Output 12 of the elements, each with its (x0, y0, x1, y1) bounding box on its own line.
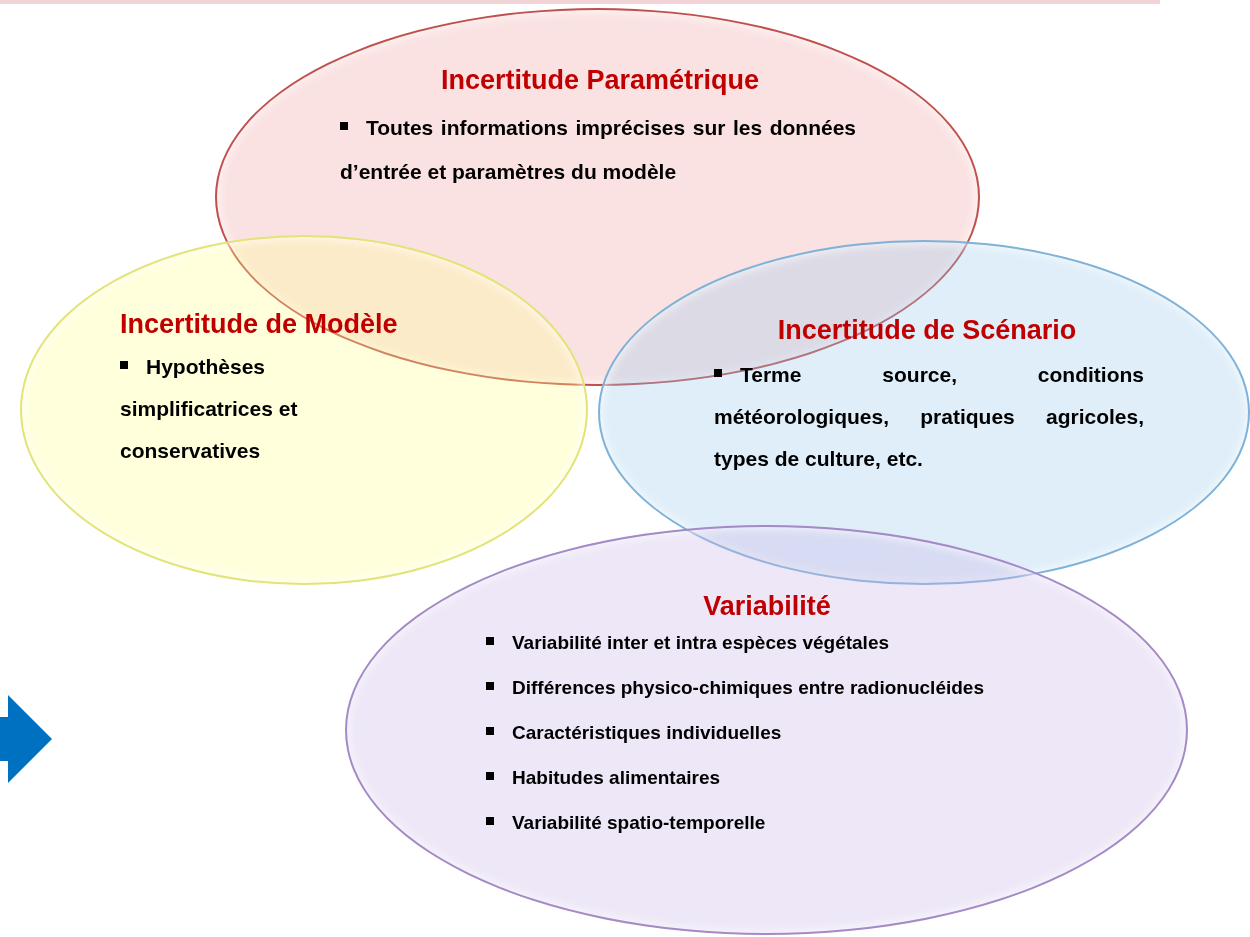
bullet-text: Caractéristiques individuelles (486, 716, 1048, 750)
ellipse-heading: Variabilité (702, 590, 832, 623)
bullet-text: Toutes informations imprécises sur les données d’entrée et paramètres du modèle (340, 115, 856, 185)
ellipse-heading: Incertitude Paramétrique (439, 64, 761, 97)
ellipse-heading: Incertitude de Modèle (120, 308, 399, 341)
bullet-text: Différences physico-chimiques entre radionucléides (486, 671, 1048, 705)
bullet-text: Hypothèses simplificatrices et conservatives (120, 354, 299, 464)
ellipse-heading: Incertitude de Scénario (776, 314, 1078, 347)
bullet-text: Variabilité spatio-temporelle (486, 806, 1048, 840)
bullet-text: Terme source, conditions météorologiques, pratiques agricoles, types de culture, etc. (714, 362, 1144, 472)
bullet-text: Variabilité inter et intra espèces végétales (486, 626, 1048, 660)
bullet-text: Habitudes alimentaires (486, 761, 1048, 795)
